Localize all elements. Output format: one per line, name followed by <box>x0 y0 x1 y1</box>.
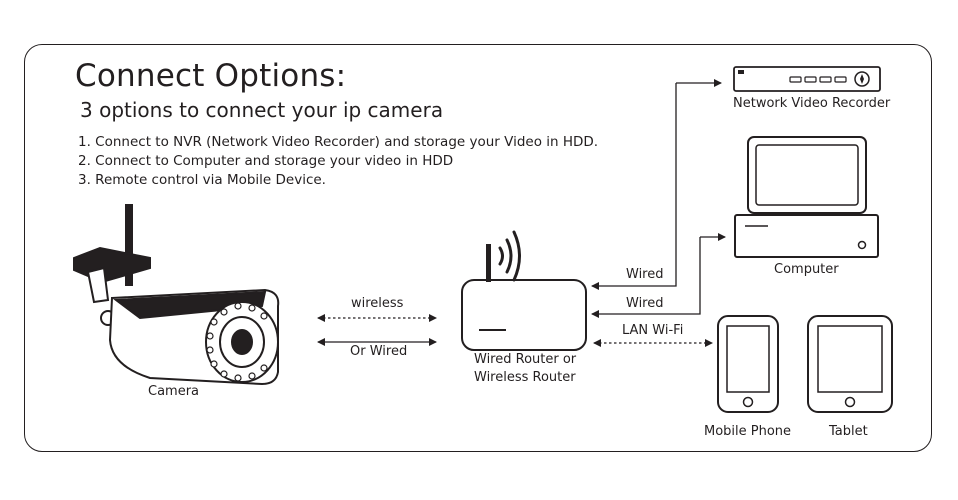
tablet-label: Tablet <box>829 424 868 439</box>
link-label-wireless: wireless <box>351 296 404 311</box>
computer-label: Computer <box>774 262 839 277</box>
router-label-line1: Wired Router or <box>474 352 577 367</box>
link-nvr-wired <box>591 79 722 290</box>
link-label-nvr-wired: Wired <box>626 267 664 282</box>
link-computer-wired <box>591 233 726 318</box>
diagram-title: Connect Options: <box>75 58 347 94</box>
link-label-computer-wired: Wired <box>626 296 664 311</box>
link-label-or-wired: Or Wired <box>350 344 408 359</box>
mobile-phone-label: Mobile Phone <box>704 424 792 439</box>
router-icon <box>461 244 587 351</box>
diagram-frame <box>24 44 932 452</box>
nvr-icon <box>733 66 881 92</box>
link-label-lan-wifi: LAN Wi-Fi <box>622 323 684 338</box>
camera-icon <box>73 204 280 386</box>
diagram-subtitle: 3 options to connect your ip camera <box>80 98 444 122</box>
pc-tower-icon <box>734 214 879 258</box>
router-label-line2: Wireless Router <box>474 370 576 385</box>
instruction-2: 2. Connect to Computer and storage your … <box>78 153 454 169</box>
tablet-icon <box>807 315 893 413</box>
wifi-signal-icon <box>498 230 521 282</box>
instruction-3: 3. Remote control via Mobile Device. <box>78 172 326 188</box>
instruction-1: 1. Connect to NVR (Network Video Recorde… <box>78 134 599 150</box>
camera-label: Camera <box>148 384 200 399</box>
monitor-icon <box>747 136 867 214</box>
nvr-label: Network Video Recorder <box>733 96 891 111</box>
mobile-phone-icon <box>717 315 779 413</box>
